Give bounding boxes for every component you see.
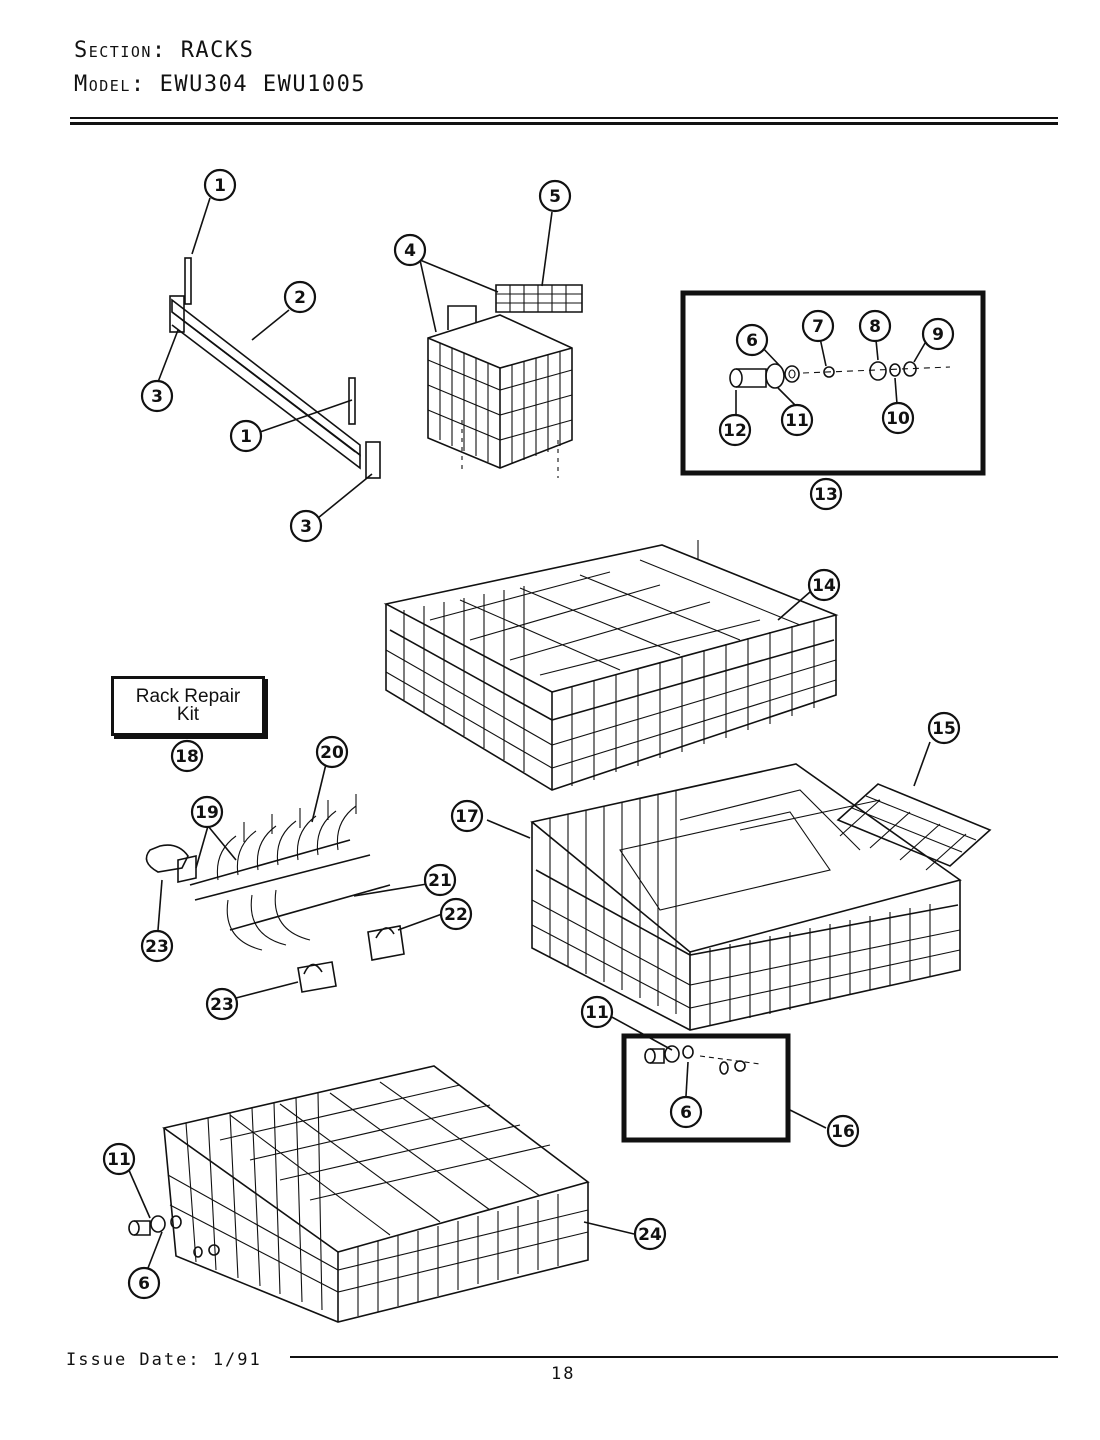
callout-6a: 6	[735, 323, 769, 357]
svg-text:3: 3	[151, 387, 163, 407]
issue-date: Issue Date: 1/91	[66, 1350, 262, 1370]
svg-text:14: 14	[812, 576, 836, 596]
section-value: RACKS	[180, 38, 255, 63]
model-value: EWU304 EWU1005	[159, 72, 367, 97]
callout-11a: 11	[780, 403, 814, 437]
callout-6c: 6	[127, 1266, 161, 1300]
svg-text:12: 12	[723, 421, 747, 441]
section-heading: Section: RACKS	[74, 38, 254, 63]
svg-text:10: 10	[886, 409, 910, 429]
callout-23a: 23	[140, 929, 174, 963]
rack-roller-parts	[644, 1045, 761, 1075]
callout-1b: 1	[229, 419, 263, 453]
roller-kit-box	[680, 290, 986, 476]
svg-text:6: 6	[680, 1103, 692, 1123]
rack-repair-kit-label: Rack Repair Kit	[111, 676, 265, 736]
svg-text:5: 5	[549, 187, 561, 207]
silverware-basket	[427, 284, 583, 478]
callout-11c: 11	[102, 1142, 136, 1176]
svg-text:17: 17	[455, 807, 479, 827]
svg-text:21: 21	[428, 871, 452, 891]
callout-2: 2	[283, 280, 317, 314]
callout-6b: 6	[669, 1095, 703, 1129]
callout-4: 4	[393, 233, 427, 267]
callout-9: 9	[921, 317, 955, 351]
callout-17: 17	[450, 799, 484, 833]
footer-rule	[290, 1356, 1058, 1358]
svg-text:11: 11	[107, 1150, 131, 1170]
svg-text:11: 11	[785, 411, 809, 431]
callout-20: 20	[315, 735, 349, 769]
callout-3b: 3	[289, 509, 323, 543]
svg-text:7: 7	[812, 317, 824, 337]
middle-rack	[530, 763, 992, 1031]
svg-text:24: 24	[638, 1225, 662, 1245]
callout-14: 14	[807, 568, 841, 602]
svg-text:8: 8	[869, 317, 881, 337]
svg-text:13: 13	[814, 485, 838, 505]
callout-12: 12	[718, 413, 752, 447]
model-label: Model:	[74, 72, 146, 97]
callout-13: 13	[809, 477, 843, 511]
svg-text:6: 6	[746, 331, 758, 351]
callout-19: 19	[190, 795, 224, 829]
svg-text:20: 20	[320, 743, 344, 763]
roller-parts	[729, 361, 951, 389]
svg-text:1: 1	[214, 176, 226, 196]
upper-rack	[383, 540, 839, 791]
callout-5: 5	[538, 179, 572, 213]
svg-text:3: 3	[300, 517, 312, 537]
callout-3a: 3	[140, 379, 174, 413]
model-heading: Model: EWU304 EWU1005	[74, 72, 366, 97]
svg-text:18: 18	[175, 747, 199, 767]
callout-7: 7	[801, 309, 835, 343]
bottom-rack	[162, 1065, 590, 1323]
svg-text:19: 19	[195, 803, 219, 823]
svg-text:6: 6	[138, 1274, 150, 1294]
svg-text:22: 22	[444, 905, 468, 925]
svg-text:16: 16	[831, 1122, 855, 1142]
callout-16: 16	[826, 1114, 860, 1148]
header-rule-bottom	[70, 122, 1058, 125]
leader-lines	[127, 197, 931, 1269]
svg-text:23: 23	[145, 937, 169, 957]
tine-row-parts	[145, 794, 405, 993]
callout-18: 18	[170, 739, 204, 773]
callout-24: 24	[633, 1217, 667, 1251]
svg-text:2: 2	[294, 288, 306, 308]
page-number: 18	[551, 1364, 576, 1384]
rack-rail-assembly	[169, 257, 381, 479]
rack-roller-kit-box	[621, 1033, 791, 1143]
callout-8: 8	[858, 309, 892, 343]
header-rule-top	[70, 117, 1058, 119]
callout-23b: 23	[205, 987, 239, 1021]
svg-text:9: 9	[932, 325, 944, 345]
callout-1a: 1	[203, 168, 237, 202]
callout-10: 10	[881, 401, 915, 435]
svg-text:23: 23	[210, 995, 234, 1015]
callout-22: 22	[439, 897, 473, 931]
svg-text:11: 11	[585, 1003, 609, 1023]
bottom-rack-roller	[128, 1215, 220, 1258]
callout-11b: 11	[580, 995, 614, 1029]
svg-text:4: 4	[404, 241, 416, 261]
svg-text:1: 1	[240, 427, 252, 447]
svg-text:15: 15	[932, 719, 956, 739]
callout-21: 21	[423, 863, 457, 897]
section-label: Section:	[74, 38, 167, 63]
callout-15: 15	[927, 711, 961, 745]
